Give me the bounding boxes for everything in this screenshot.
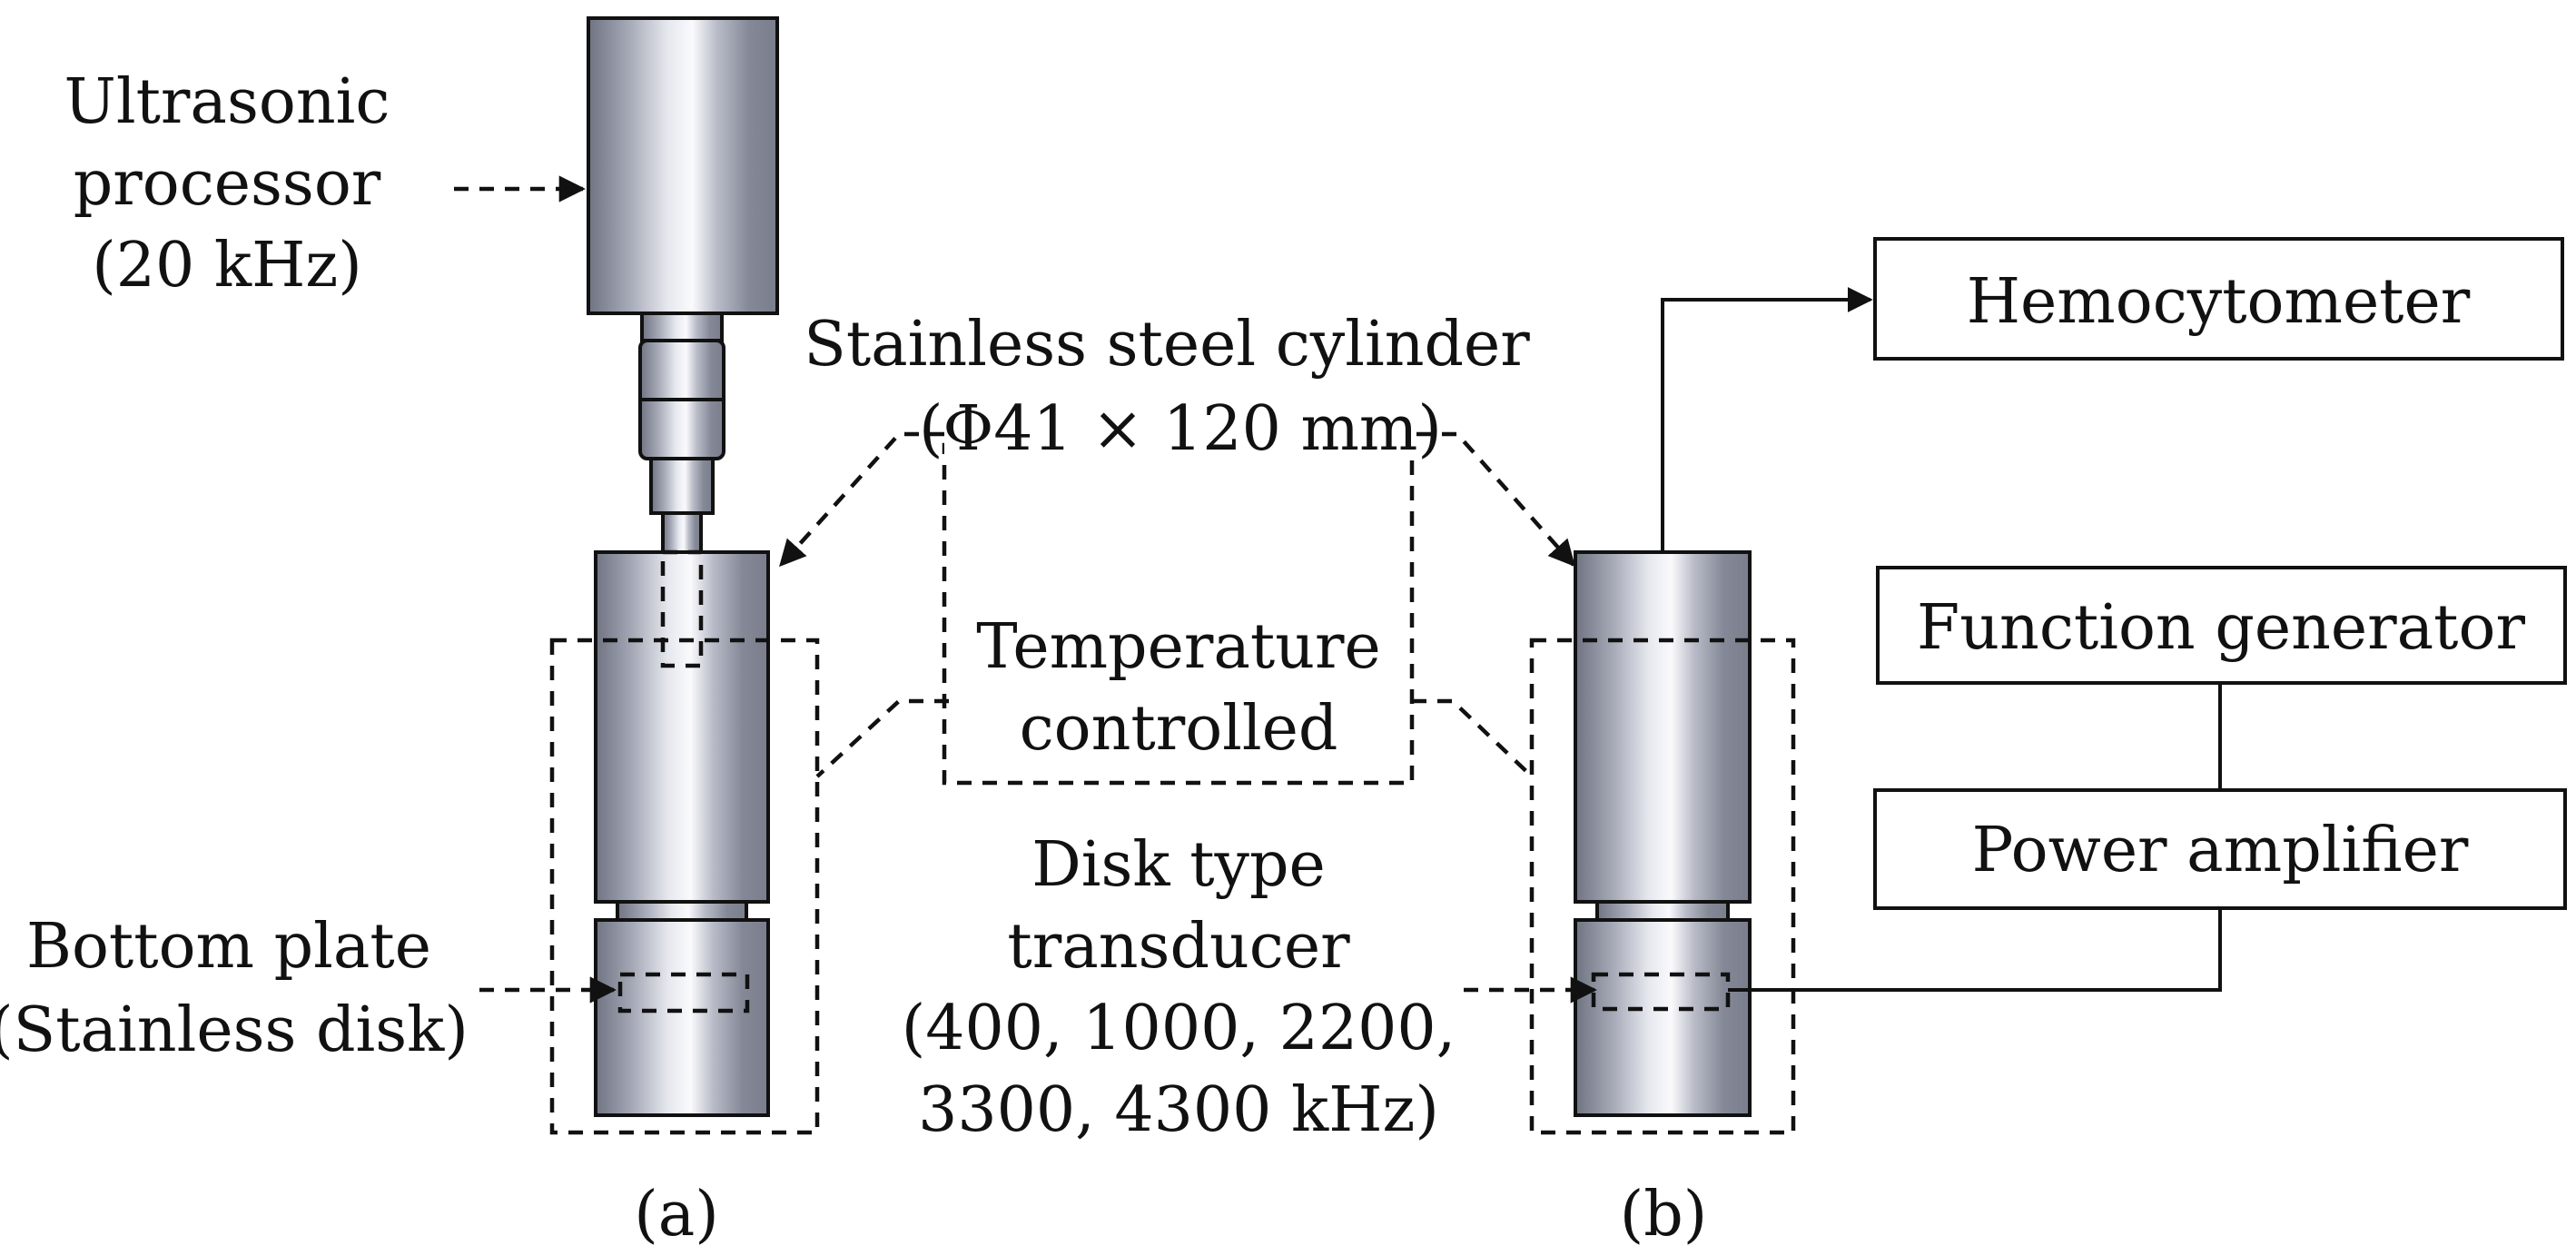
function-generator-label: Function generator [1917, 592, 2525, 664]
bottom-plate-disk [617, 972, 750, 1014]
svg-text:(Φ41 × 120 mm): (Φ41 × 120 mm) [919, 393, 1442, 465]
temperature-controlled-label: Temperature controlled [976, 611, 1381, 765]
panel-b-apparatus [1529, 550, 1796, 1135]
svg-text:processor: processor [74, 148, 381, 220]
svg-text:Bottom plate: Bottom plate [26, 911, 431, 983]
amplifier-transducer-line [1728, 908, 2222, 992]
panel-b-caption: (b) [1620, 1179, 1708, 1251]
svg-text:3300, 4300 kHz): 3300, 4300 kHz) [918, 1074, 1439, 1146]
hemocytometer-label: Hemocytometer [1967, 266, 2471, 338]
temperature-link-b [1412, 698, 1534, 778]
disk-transducer-b [1591, 972, 1731, 1012]
panel-a-caption: (a) [634, 1179, 719, 1251]
disk-transducer-label: Disk type transducer (400, 1000, 2200, 3… [902, 829, 1456, 1146]
ultrasonic-processor-label: Ultrasonic processor (20 kHz) [64, 66, 390, 302]
bottom-holder-b [1574, 918, 1752, 1117]
cylinder-arrow-a [779, 431, 944, 568]
hemocytometer-arrow [1661, 287, 1873, 552]
svg-text:Temperature: Temperature [976, 611, 1381, 683]
power-amplifier-label: Power amplifier [1972, 815, 2469, 886]
horn-tip [661, 511, 703, 556]
power-amplifier-box: Power amplifier [1873, 788, 2567, 910]
cylinder-arrow-b [1416, 431, 1575, 568]
bottom-plate-label: Bottom plate (Stainless disk) [0, 911, 469, 1066]
temperature-link-a [815, 698, 949, 778]
panel-a-apparatus [549, 16, 820, 1135]
svg-text:(400, 1000, 2200,: (400, 1000, 2200, [902, 993, 1456, 1064]
ultrasonic-processor-body [587, 16, 779, 315]
temperature-zone-a [549, 638, 820, 1135]
horn-coupler [640, 312, 724, 342]
cylinder-joint-b [1595, 900, 1730, 922]
stainless-cylinder-a [594, 550, 770, 904]
stainless-cylinder-label: Stainless steel cylinder (Φ41 × 120 mm) [804, 309, 1530, 465]
cylinder-joint-a [616, 900, 748, 922]
horn-neck [649, 457, 715, 515]
svg-text:(Stainless disk): (Stainless disk) [0, 994, 469, 1066]
svg-text:Disk type: Disk type [1031, 829, 1326, 901]
temperature-zone-b [1529, 638, 1796, 1135]
svg-text:Ultrasonic: Ultrasonic [64, 66, 390, 138]
svg-text:Stainless steel cylinder: Stainless steel cylinder [804, 309, 1530, 381]
stainless-cylinder-b [1574, 550, 1752, 904]
svg-text:(20 kHz): (20 kHz) [92, 230, 362, 302]
svg-text:controlled: controlled [1020, 693, 1338, 765]
connectors [454, 175, 2222, 1004]
hemocytometer-box: Hemocytometer [1873, 237, 2564, 361]
svg-text:transducer: transducer [1007, 911, 1350, 983]
function-generator-box: Function generator [1876, 566, 2567, 685]
bottom-holder-a [594, 918, 770, 1117]
